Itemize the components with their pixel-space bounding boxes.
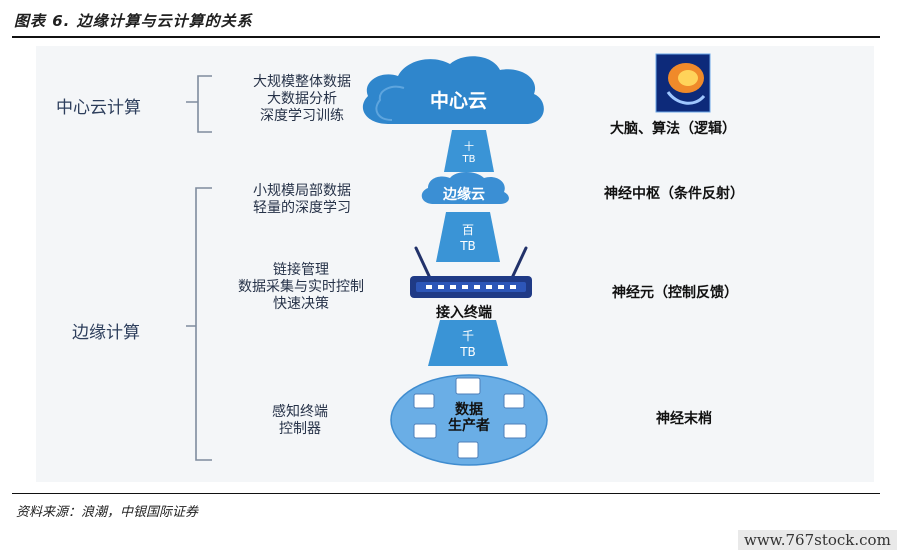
bandwidth-thousand-label: 千 TB xyxy=(452,328,484,360)
device-icon-left-top xyxy=(413,393,435,409)
desc-access: 链接管理 数据采集与实时控制 快速决策 xyxy=(214,262,388,313)
edge-cloud-shape xyxy=(421,172,509,204)
bandwidth-thousand-shape xyxy=(428,320,508,366)
center-cloud-label: 中心云 xyxy=(430,90,488,112)
bandwidth-thousand-qty: 千 xyxy=(461,329,474,343)
desc-access-line-2: 数据采集与实时控制 xyxy=(238,279,364,295)
desc-cloud-line-3: 深度学习训练 xyxy=(260,108,344,124)
access-terminal-label: 接入终端 xyxy=(436,305,492,321)
bandwidth-ten-label: 十 TB xyxy=(455,142,483,166)
source-note: 资料来源：浪潮，中银国际证券 xyxy=(16,505,199,520)
center-cloud-shape xyxy=(362,56,544,124)
router-shape xyxy=(410,246,532,298)
desc-edge-cloud: 小规模局部数据 轻量的深度学习 xyxy=(232,183,372,217)
device-icon-top xyxy=(455,377,481,395)
edge-cloud-label: 边缘云 xyxy=(443,187,485,203)
device-icon-right-top xyxy=(503,393,525,409)
desc-access-line-1: 链接管理 xyxy=(273,262,329,278)
edge-brace xyxy=(186,187,212,461)
data-producer-line-2: 生产者 xyxy=(448,418,490,434)
analogy-edge: 神经中枢（条件反射） xyxy=(604,186,744,202)
analogy-center: 大脑、算法（逻辑） xyxy=(610,121,736,137)
bandwidth-ten-unit: TB xyxy=(462,154,476,165)
bandwidth-hundred-shape xyxy=(436,212,500,262)
figure-title: 图表 6. 边缘计算与云计算的关系 xyxy=(14,12,253,30)
desc-edge-cloud-line-2: 轻量的深度学习 xyxy=(253,200,351,216)
desc-cloud-line-2: 大数据分析 xyxy=(267,91,337,107)
desc-edge-cloud-line-1: 小规模局部数据 xyxy=(253,183,351,199)
analogy-device: 神经末梢 xyxy=(656,411,712,427)
device-icon-bottom xyxy=(457,441,479,459)
category-center-cloud: 中心云计算 xyxy=(56,98,141,118)
bandwidth-ten-shape xyxy=(444,130,494,172)
desc-cloud-line-1: 大规模整体数据 xyxy=(253,74,351,90)
top-rule xyxy=(12,36,880,38)
category-edge: 边缘计算 xyxy=(72,323,140,343)
bandwidth-ten-qty: 十 xyxy=(464,142,474,153)
data-producer-line-1: 数据 xyxy=(455,402,483,418)
desc-access-line-3: 快速决策 xyxy=(273,296,329,312)
analogy-access: 神经元（控制反馈） xyxy=(612,285,738,301)
bandwidth-thousand-unit: TB xyxy=(460,345,476,359)
brain-icon xyxy=(655,53,711,113)
bottom-rule xyxy=(12,493,880,494)
bandwidth-hundred-qty: 百 xyxy=(461,223,474,237)
data-producer-label: 数据 生产者 xyxy=(446,402,492,434)
bandwidth-hundred-unit: TB xyxy=(460,239,476,253)
desc-device-line-1: 感知终端 xyxy=(272,404,328,420)
watermark: www.767stock.com xyxy=(738,530,897,550)
desc-device-line-2: 控制器 xyxy=(279,421,321,437)
cloud-brace xyxy=(186,75,212,133)
device-icon-left-bottom xyxy=(413,423,437,439)
desc-cloud: 大规模整体数据 大数据分析 深度学习训练 xyxy=(232,74,372,125)
device-icon-right-bottom xyxy=(503,423,527,439)
bandwidth-hundred-label: 百 TB xyxy=(452,222,484,254)
desc-device: 感知终端 控制器 xyxy=(250,404,350,438)
data-producer-shape xyxy=(390,374,548,466)
